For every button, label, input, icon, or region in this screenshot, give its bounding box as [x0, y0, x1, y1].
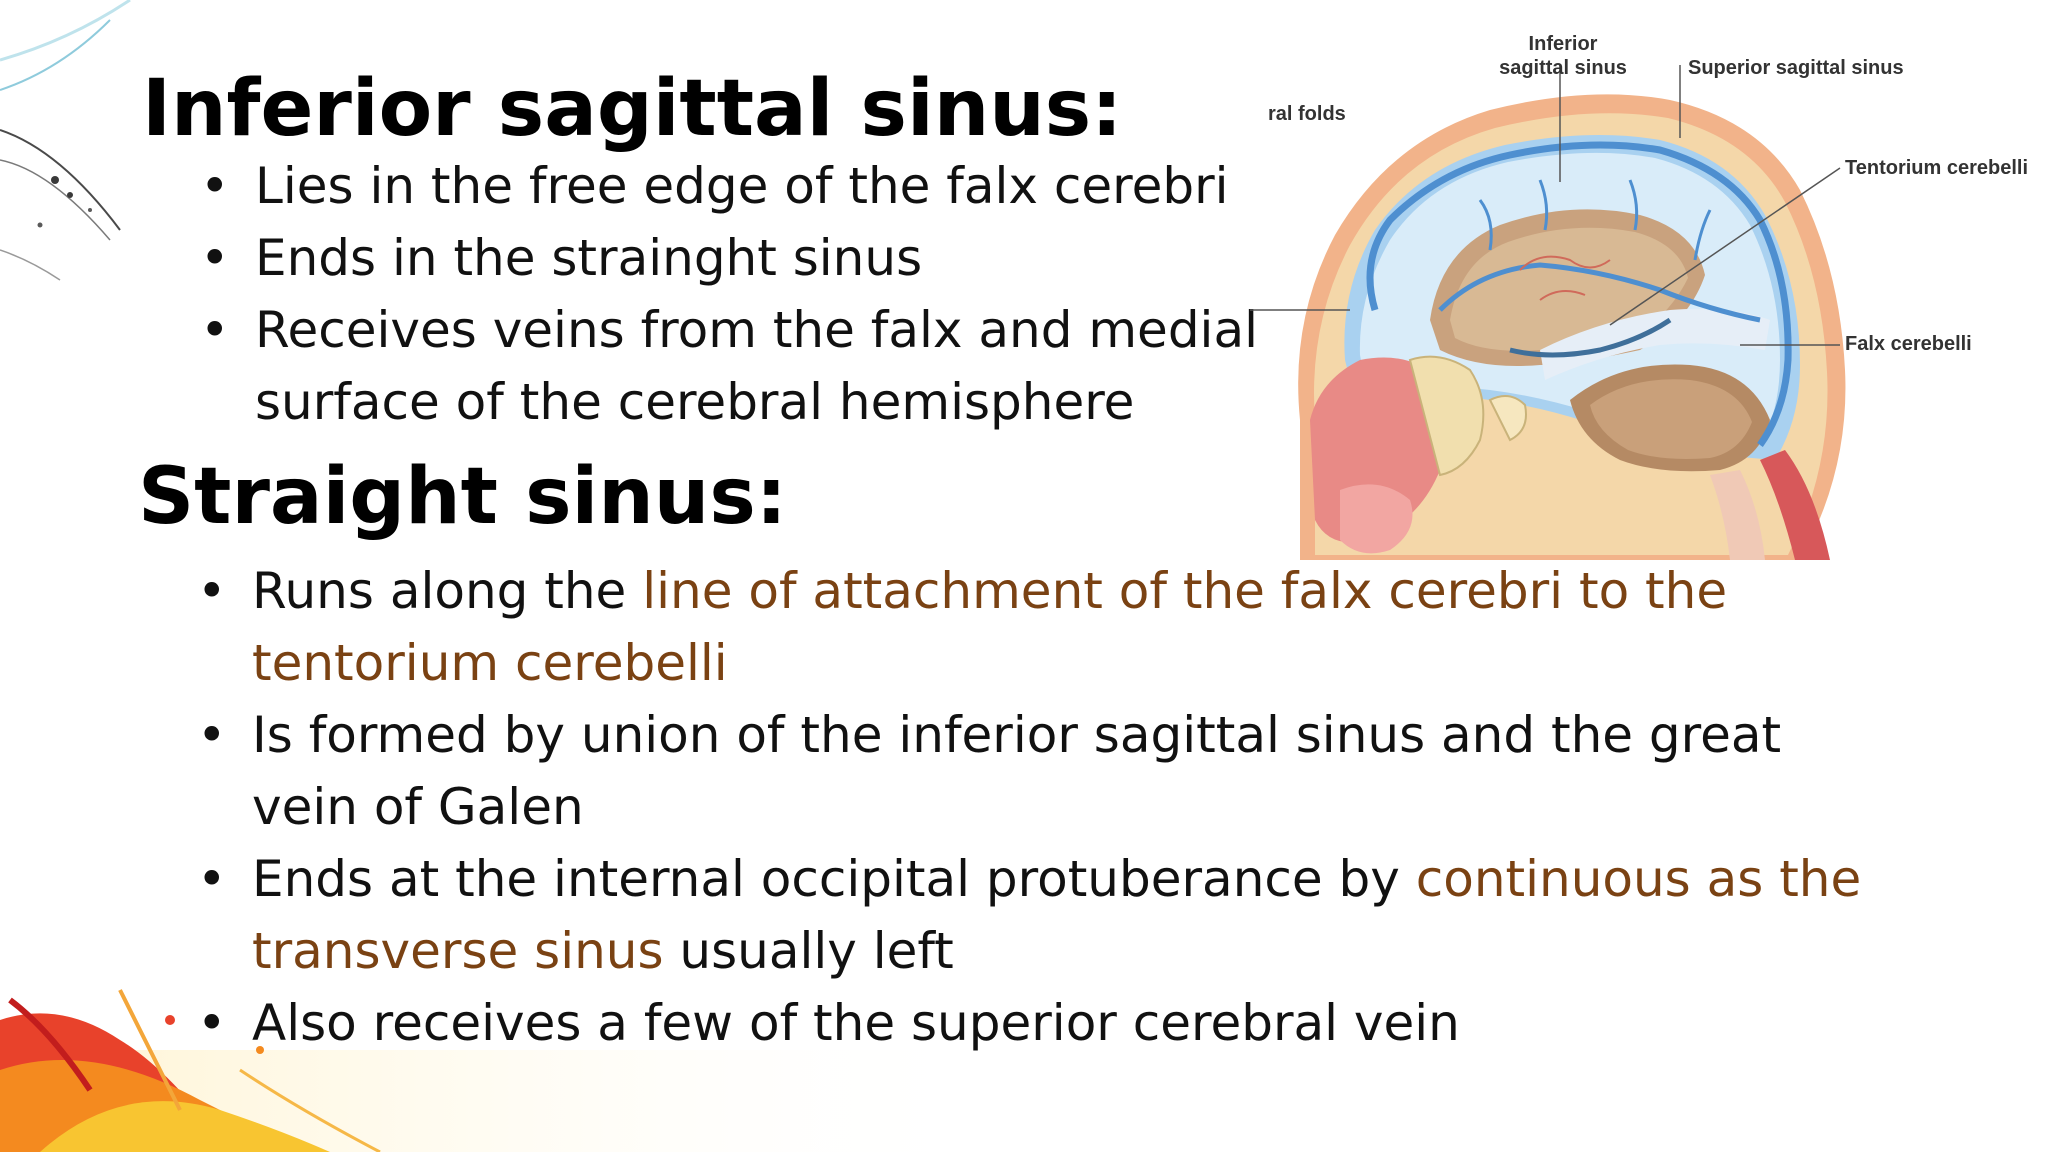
bullet-text: Lies in the free edge of the falx cerebr… — [255, 157, 1229, 215]
label-tentorium-cerebelli: Tentorium cerebelli — [1845, 157, 2029, 179]
decorative-splash-bottom-left — [0, 989, 1000, 1152]
heading-inferior-sagittal-sinus: Inferior sagittal sinus: — [142, 64, 1123, 154]
label-inferior-line1: Inferior — [1528, 33, 1598, 55]
bullet-text: Ends in the strainght sinus — [255, 229, 923, 287]
list-item: Ends in the strainght sinus — [200, 222, 1260, 294]
bullet-text-highlight: continuous as the transverse sinus — [252, 850, 1862, 980]
list-item: Receives veins from the falx and medial … — [200, 294, 1260, 438]
label-falx-cerebelli: Falx cerebelli — [1845, 333, 1972, 355]
bullet-text: Also receives a few of the superior cere… — [252, 994, 1460, 1052]
bullet-list-inferior-sagittal-sinus: Lies in the free edge of the falx cerebr… — [200, 150, 1260, 438]
bullet-text: Ends at the internal occipital protubera… — [252, 850, 1416, 908]
list-item: Ends at the internal occipital protubera… — [197, 843, 1897, 987]
list-item: Runs along the line of attachment of the… — [197, 555, 1897, 699]
bullet-list-straight-sinus: Runs along the line of attachment of the… — [197, 555, 1897, 1059]
label-inferior-sagittal-sinus: Inferior sagittal sinus — [1488, 32, 1638, 80]
bullet-text-after: usually left — [663, 922, 954, 980]
label-dural-folds: ral folds — [1268, 103, 1346, 125]
bullet-text: Is formed by union of the inferior sagit… — [252, 706, 1782, 836]
label-superior-sagittal-sinus: Superior sagittal sinus — [1688, 57, 1904, 79]
heading-straight-sinus: Straight sinus: — [138, 452, 787, 542]
label-inferior-line2: sagittal sinus — [1499, 57, 1627, 79]
anatomy-diagram-dural-sinuses: Inferior sagittal sinus Superior sagitta… — [1240, 20, 2048, 580]
list-item: Also receives a few of the superior cere… — [197, 987, 1897, 1059]
list-item: Lies in the free edge of the falx cerebr… — [200, 150, 1260, 222]
bullet-text: Receives veins from the falx and medial … — [255, 301, 1258, 431]
bullet-text-highlight: line of attachment of the falx cerebri t… — [252, 562, 1728, 692]
head-sagittal-section-illustration — [1250, 65, 1846, 560]
list-item: Is formed by union of the inferior sagit… — [197, 699, 1897, 843]
decorative-swirl-top-left — [0, 0, 131, 281]
bullet-text: Runs along the — [252, 562, 643, 620]
